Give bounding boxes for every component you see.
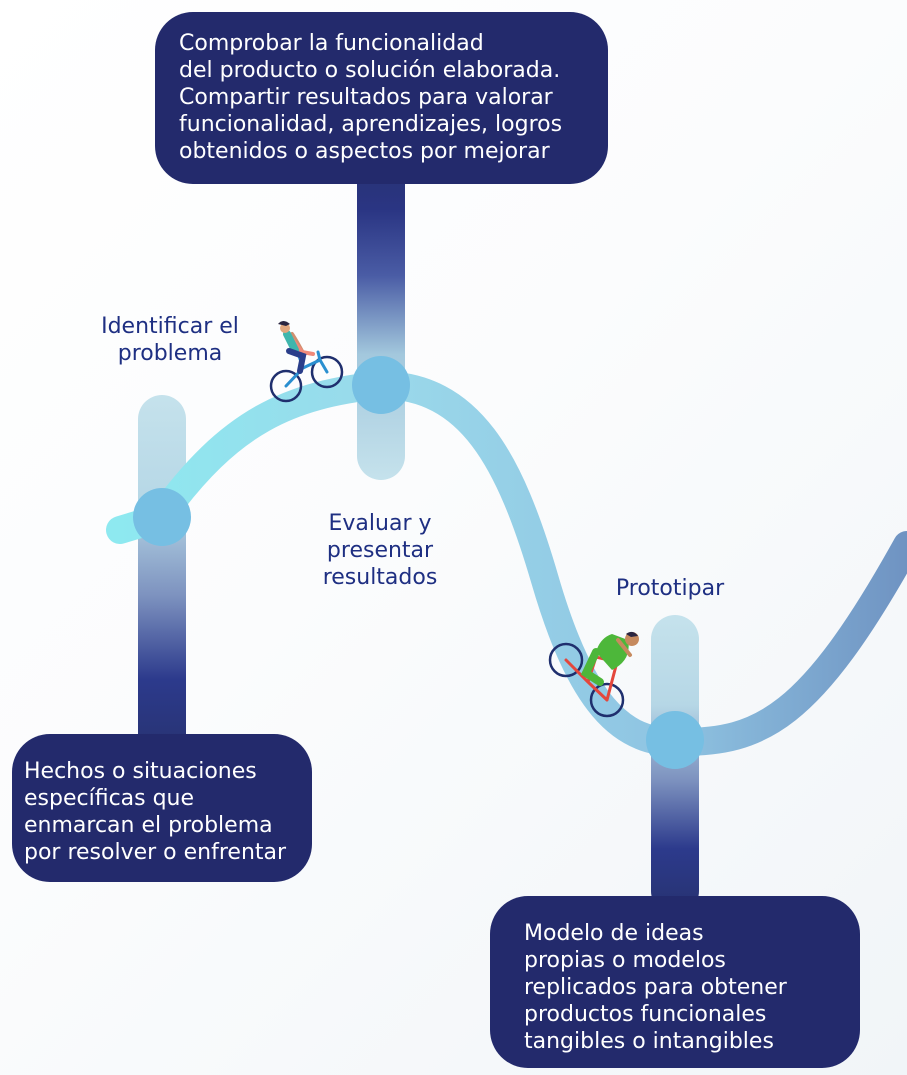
evaluate-description-box: Comprobar la funcionalidad del producto … <box>155 12 608 184</box>
prototype-description-box: Modelo de ideas propias o modelos replic… <box>490 896 860 1068</box>
cyclist-man-icon <box>548 631 639 718</box>
identify-description-box: Hechos o situaciones específicas que enm… <box>12 734 312 882</box>
node-identify <box>133 488 191 546</box>
identify-stage-label: Identificar el problema <box>101 314 239 367</box>
cyclist-woman-icon <box>269 321 344 403</box>
prototype-stage-label: Prototipar <box>615 576 725 601</box>
pillar-identify <box>138 395 186 760</box>
evaluate-stage-label: Evaluar y presentar resultados <box>322 511 438 591</box>
node-prototype <box>646 711 704 769</box>
node-evaluate <box>352 356 410 414</box>
pillar-evaluate <box>357 150 405 480</box>
process-road <box>106 371 907 757</box>
